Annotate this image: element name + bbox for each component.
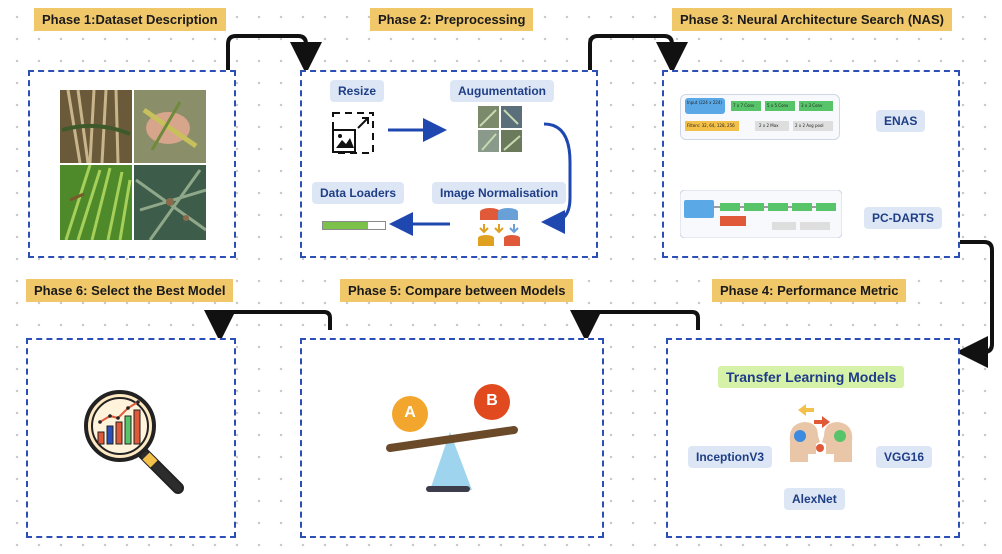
enas-max-label: 2 x 2 Max [759, 123, 779, 128]
progress-bar-fill [323, 222, 368, 229]
phase-6-box [26, 338, 236, 538]
data-loaders-label: Data Loaders [312, 182, 405, 204]
enas-filters-label: Filters: 32, 64, 128, 256 [687, 123, 735, 128]
inceptionv3-label: InceptionV3 [688, 446, 773, 468]
enas-filters-block [685, 121, 739, 131]
arrow-phase3-to-phase4 [956, 240, 994, 368]
enas-conv1-label: 7 x 7 Conv [733, 103, 755, 108]
alexnet-label: AlexNet [784, 488, 845, 510]
phase-5-box: A B [300, 338, 604, 538]
phase-4-box: Transfer Learning Models InceptionV3 VGG… [666, 338, 960, 538]
pc-darts-architecture-diagram [680, 190, 842, 238]
phase-1-box [28, 70, 236, 258]
phase-5-title: Phase 5: Compare between Models [340, 279, 574, 302]
resize-label: Resize [330, 80, 385, 102]
balance-scale-icon [386, 384, 518, 492]
transfer-learning-title: Transfer Learning Models [718, 366, 905, 388]
resize-image-icon [332, 112, 374, 154]
enas-conv-block-1 [731, 101, 761, 111]
rice-leaf-images [60, 90, 206, 240]
augmentation-thumbnails [478, 106, 522, 152]
enas-architecture-diagram: Input (224 x 224) 7 x 7 Conv 5 x 5 Conv … [680, 94, 840, 140]
phase-1-title: Phase 1:Dataset Description [34, 8, 226, 31]
vgg16-label: VGG16 [876, 446, 933, 468]
phase-2-box: Resize Augumentation Image Normalisation… [300, 70, 598, 258]
augmentation-label: Augumentation [450, 80, 554, 102]
phase-2-title: Phase 2: Preprocessing [370, 8, 534, 31]
phase-4-title: Phase 4: Performance Metric [712, 279, 907, 302]
phase-3-box: Input (224 x 224) 7 x 7 Conv 5 x 5 Conv … [662, 70, 960, 258]
enas-input-label: Input (224 x 224) [687, 100, 722, 105]
enas-conv-block-3 [799, 101, 833, 111]
enas-conv2-label: 5 x 5 Conv [767, 103, 789, 108]
arrow-phase5-to-phase6 [204, 310, 332, 342]
enas-max-block [755, 121, 789, 131]
phase-3-title: Phase 3: Neural Architecture Search (NAS… [672, 8, 952, 31]
enas-avg-label: 2 x 2 Avg pool [795, 123, 824, 128]
phase-6-title: Phase 6: Select the Best Model [26, 279, 234, 302]
magnifier-chart-icon [84, 390, 184, 494]
enas-input-block [685, 98, 725, 114]
enas-conv-block-2 [765, 101, 795, 111]
enas-label: ENAS [876, 110, 926, 132]
normalisation-label: Image Normalisation [432, 182, 567, 204]
enas-conv3-label: 3 x 3 Conv [801, 103, 823, 108]
model-b-label: B [486, 392, 498, 409]
arrow-phase4-to-phase5 [570, 310, 700, 342]
arrow-phase2-to-phase3 [588, 34, 688, 74]
normalisation-database-icon [478, 208, 520, 246]
arrow-phase1-to-phase2 [226, 34, 322, 74]
model-a-label: A [404, 404, 416, 421]
transfer-learning-heads-icon [789, 404, 853, 462]
enas-avg-block [793, 121, 833, 131]
preprocessing-arrows [388, 118, 572, 236]
data-loader-progress-bar [322, 221, 386, 230]
pc-darts-label: PC-DARTS [864, 207, 942, 229]
